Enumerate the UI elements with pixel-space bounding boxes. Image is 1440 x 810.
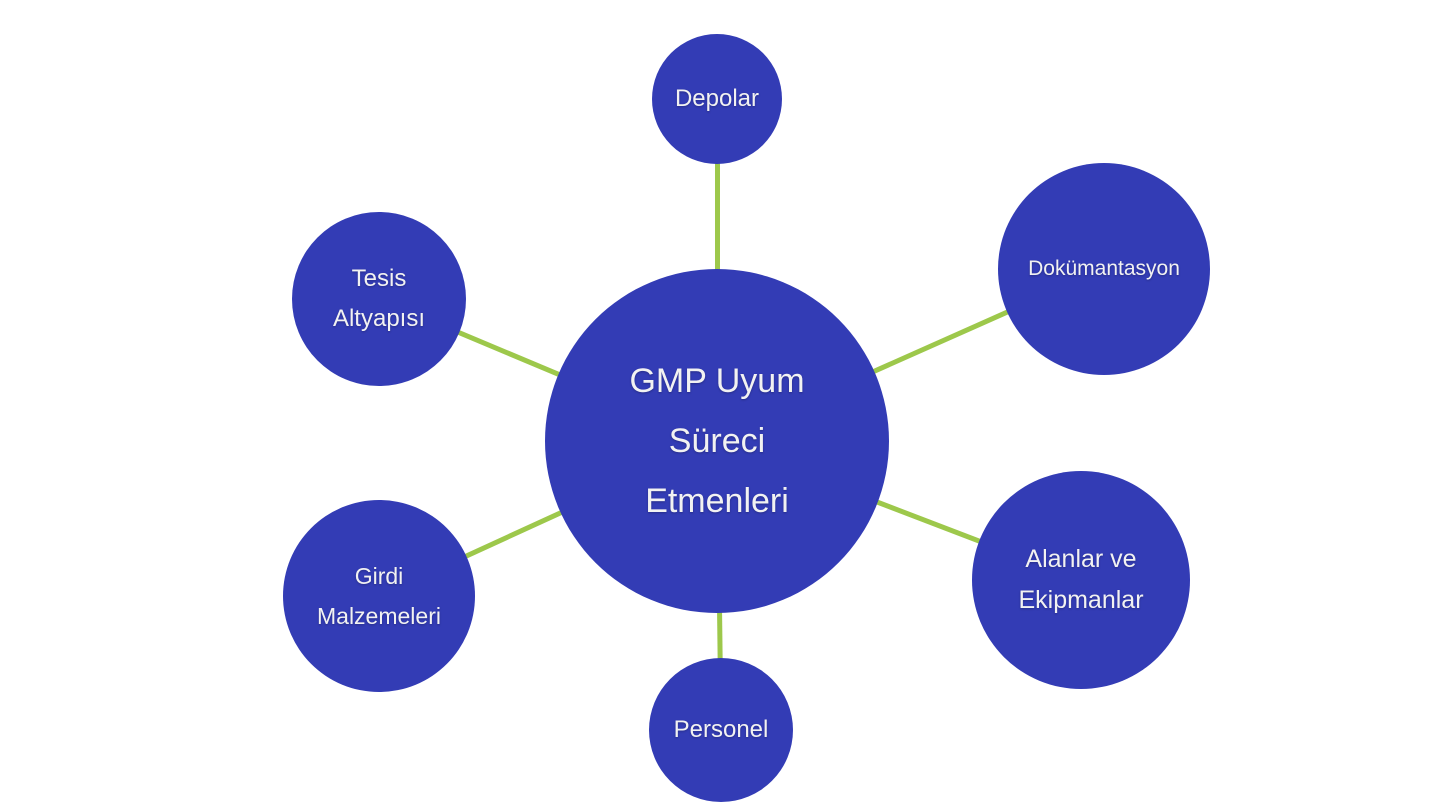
node-personel: Personel bbox=[649, 658, 793, 802]
node-tesis-altyapisi: Tesis Altyapısı bbox=[292, 212, 466, 386]
center-node-label-line-3: Etmenleri bbox=[645, 482, 789, 520]
center-node-gmp-uyum-sureci-etmenleri: GMP Uyum Süreci Etmenleri bbox=[545, 269, 889, 613]
node-girdi-malzemeleri-label: Girdi Malzemeleri bbox=[317, 563, 441, 629]
node-tesis-altyapisi-label: Tesis Altyapısı bbox=[332, 265, 426, 332]
center-node-label: GMP Uyum Süreci Etmenleri bbox=[615, 351, 818, 531]
node-girdi-malzemeleri: Girdi Malzemeleri bbox=[283, 500, 475, 692]
node-personel-label: Personel bbox=[673, 716, 769, 743]
center-node-label-line-1: GMP Uyum bbox=[629, 362, 805, 400]
node-alanlar-ve-ekipmanlar: Alanlar ve Ekipmanlar bbox=[972, 471, 1190, 689]
node-depolar: Depolar bbox=[652, 34, 782, 164]
node-dokumantasyon-label: Dokümantasyon bbox=[1028, 257, 1180, 280]
node-dokumantasyon: Dokümantasyon bbox=[998, 163, 1210, 375]
node-depolar-label: Depolar bbox=[674, 85, 760, 112]
center-node-label-line-2: Süreci bbox=[668, 422, 766, 460]
node-alanlar-ve-ekipmanlar-label: Alanlar ve Ekipmanlar bbox=[1018, 545, 1144, 614]
